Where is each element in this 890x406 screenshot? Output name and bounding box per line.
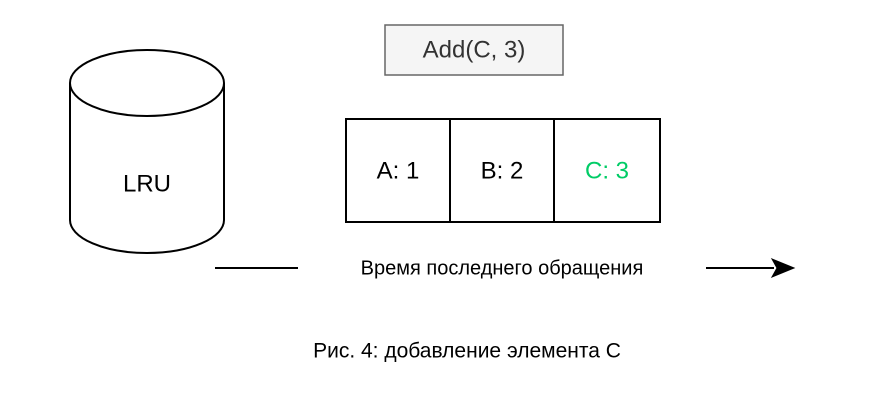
arrow-head-icon	[770, 257, 796, 279]
operation-label: Add(C, 3)	[423, 36, 526, 63]
cache-cell-a	[345, 118, 451, 223]
figure-caption: Рис. 4: добавление элемента С	[313, 340, 621, 363]
cache-cell-c	[553, 118, 661, 223]
cache-cell-b-label: B: 2	[481, 157, 524, 184]
cache-row: A: 1 B: 2 C: 3	[345, 118, 661, 223]
lru-label: LRU	[123, 170, 171, 197]
cache-cell-b	[449, 118, 555, 223]
operation-box-frame	[384, 24, 564, 76]
lru-cylinder: LRU	[69, 49, 225, 254]
cylinder-top	[69, 49, 225, 117]
time-axis-label: Время последнего обращения	[361, 257, 644, 279]
cache-cell-c-label: C: 3	[585, 157, 629, 184]
operation-box: Add(C, 3)	[384, 24, 564, 76]
time-axis: Время последнего обращения	[215, 257, 796, 279]
cache-cell-a-label: A: 1	[377, 157, 420, 184]
cylinder-body	[69, 83, 225, 254]
